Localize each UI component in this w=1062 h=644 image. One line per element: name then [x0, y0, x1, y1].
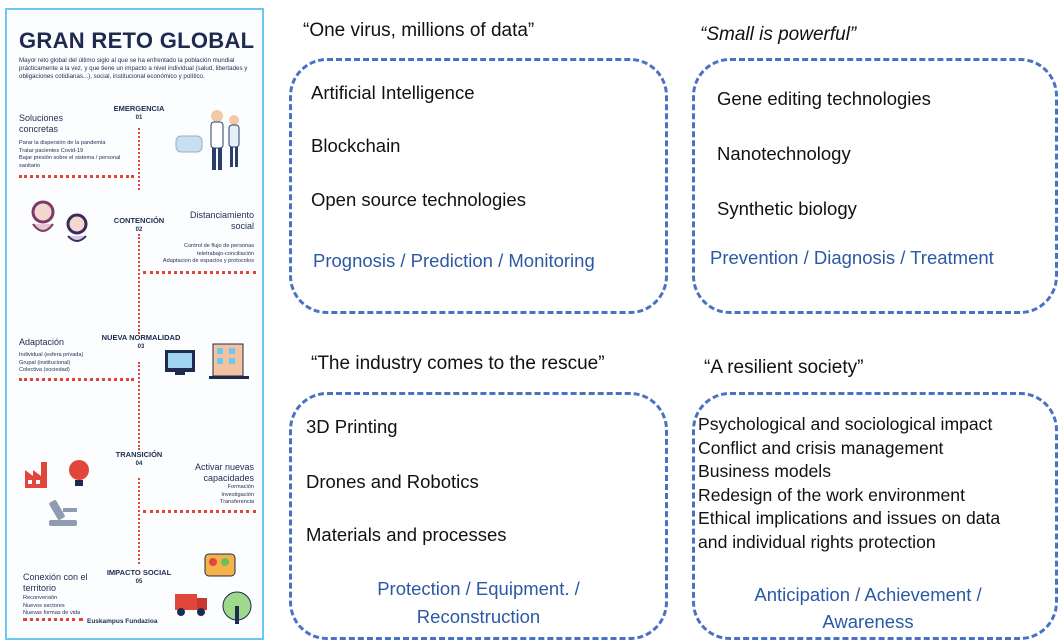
panel-small-item: Synthetic biology — [717, 198, 857, 219]
panel-society-item: Business models — [698, 461, 831, 481]
panel-society-outcome-line2: Awareness — [822, 611, 914, 632]
dotted-divider — [19, 175, 134, 178]
panel-industry-outcome-line2: Reconstruction — [416, 606, 541, 627]
panel-small-item: Gene editing technologies — [717, 88, 931, 109]
panel-virus-box — [289, 58, 668, 314]
panel-industry-heading: “The industry comes to the rescue” — [311, 353, 605, 374]
distanced-people-icon — [31, 200, 88, 242]
panel-industry-outcome-line1: Protection / Equipment. / — [377, 578, 580, 599]
panel-virus-item: Artificial Intelligence — [311, 82, 475, 103]
phase-impacto-social: IMPACTO SOCIAL 05 — [106, 568, 172, 585]
infographic-panel: GRAN RETO GLOBAL Mayor reto global del ú… — [5, 8, 264, 640]
dotted-divider — [143, 510, 256, 513]
timeline-spine — [138, 478, 140, 564]
panel-industry-item: Drones and Robotics — [306, 471, 479, 492]
panel-society-item: Redesign of the work environment — [698, 484, 965, 505]
panel-society-item: Psychological and sociological impact — [698, 414, 993, 434]
truck-basket-tree-icon — [175, 553, 252, 624]
panel-small-outcome: Prevention / Diagnosis / Treatment — [710, 247, 994, 268]
phase-contencion: CONTENCIÓN 02 — [113, 216, 165, 233]
computer-and-building-icon — [165, 343, 249, 379]
infographic-footer: Euskampus Fundazioa — [87, 618, 158, 625]
panel-society-heading: “A resilient society” — [704, 357, 864, 378]
panel-small-item: Nanotechnology — [717, 143, 851, 164]
phase-details: Reconversión Nuevos sectores Nuevas form… — [23, 595, 81, 616]
dotted-divider — [19, 378, 134, 381]
panel-industry-item: 3D Printing — [306, 416, 398, 437]
phase-transicion: TRANSICIÓN 04 — [115, 450, 163, 467]
infographic-intro: Mayor reto global del último siglo al qu… — [19, 57, 248, 80]
timeline-spine — [138, 234, 140, 334]
panel-industry-item: Materials and processes — [306, 524, 507, 545]
panel-society-outcome-line1: Anticipation / Achievement / — [754, 584, 982, 605]
phase-label: Adaptación — [19, 337, 65, 347]
phase-label: Distanciamiento social — [189, 210, 254, 231]
panel-small-heading: “Small is powerful” — [700, 24, 857, 45]
panel-virus-outcome: Prognosis / Prediction / Monitoring — [313, 250, 595, 271]
dotted-divider — [143, 271, 256, 274]
phase-details: Individual (esfera privada) Grupal (inst… — [19, 352, 84, 373]
timeline-spine — [138, 362, 140, 450]
phase-details: Control de flujo de personas teletrabajo… — [162, 243, 254, 264]
infographic-title: GRAN RETO GLOBAL — [19, 28, 255, 53]
panel-society-item: Ethical implications and issues on data — [698, 508, 1001, 528]
panel-society-box — [692, 392, 1058, 640]
phase-details: Parar la dispersión de la pandemia Trata… — [19, 140, 121, 169]
panel-society-item: Conflict and crisis management — [698, 437, 944, 458]
panel-society-list: Psychological and sociological impact Co… — [698, 413, 1000, 554]
phase-emergencia: EMERGENCIA 01 — [113, 104, 165, 121]
dotted-divider — [23, 618, 83, 621]
panel-society-item: and individual rights protection — [698, 531, 936, 552]
phase-nueva-normalidad: NUEVA NORMALIDAD 03 — [101, 333, 181, 350]
panel-virus-item: Open source technologies — [311, 189, 526, 210]
doctors-with-mask-icon — [175, 110, 240, 170]
timeline-spine — [138, 128, 140, 190]
factory-bulb-microscope-icon — [25, 460, 89, 526]
panel-small-box — [692, 58, 1058, 314]
phase-label: Conexión con el territorio — [23, 572, 88, 593]
phase-label: Soluciones concretas — [19, 113, 64, 134]
panel-virus-item: Blockchain — [311, 135, 401, 156]
panel-virus-heading: “One virus, millions of data” — [303, 20, 535, 41]
phase-details: Formación Investigación Transferencia — [220, 484, 254, 505]
phase-label: Activar nuevas capacidades — [194, 462, 254, 483]
panel-industry-box — [289, 392, 668, 640]
